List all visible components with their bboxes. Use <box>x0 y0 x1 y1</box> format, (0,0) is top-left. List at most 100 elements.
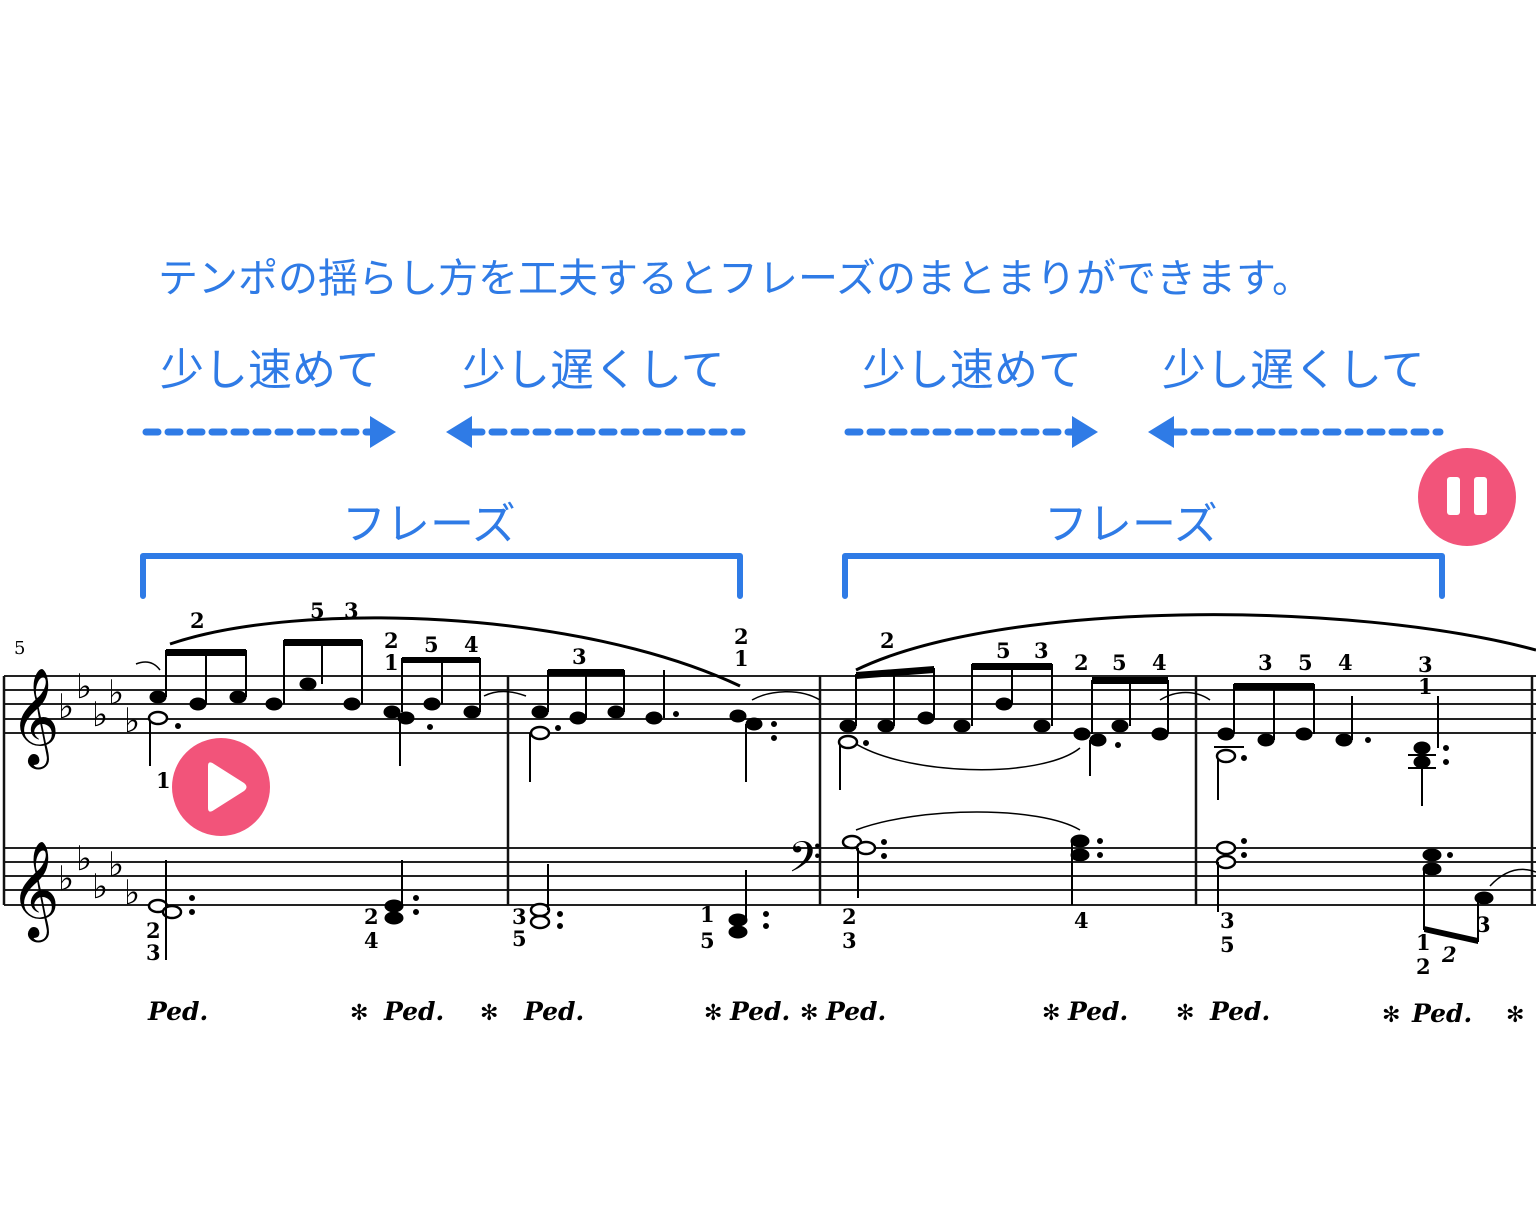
barlines <box>2 676 1534 905</box>
svg-text:4: 4 <box>464 632 479 657</box>
svg-text:3: 3 <box>146 940 161 965</box>
pedal-release-icon: ✻ <box>1506 1003 1524 1028</box>
svg-text:5: 5 <box>512 926 527 951</box>
lower-staff <box>4 847 1536 906</box>
svg-text:♭: ♭ <box>92 867 108 907</box>
svg-text:5: 5 <box>996 638 1011 663</box>
arrow-right-2 <box>844 416 1098 448</box>
pedal-mark: Ped. <box>523 997 584 1026</box>
svg-text:♭: ♭ <box>58 687 74 727</box>
play-button[interactable] <box>172 738 270 836</box>
tempo-hint-slow-2: 少し遅くして <box>1162 345 1425 396</box>
arrow-left-2 <box>1148 416 1444 448</box>
notes-lower <box>147 834 1494 960</box>
bass-clef-icon: 𝄢 <box>788 833 821 893</box>
pedal-release-icon: ✻ <box>1176 1001 1194 1026</box>
svg-text:1: 1 <box>1416 930 1431 955</box>
pedal-release-icon: ✻ <box>704 1001 722 1026</box>
svg-text:5: 5 <box>1112 650 1127 675</box>
svg-text:2: 2 <box>880 628 895 653</box>
fingerings-upper: 2 5 3 2 1 5 4 1 3 2 1 2 5 3 2 5 4 3 5 4 … <box>156 598 1433 793</box>
svg-text:♭: ♭ <box>108 673 124 713</box>
svg-text:♭: ♭ <box>92 695 108 735</box>
svg-text:2: 2 <box>190 608 205 633</box>
tempo-hint-accelerate-1: 少し速めて <box>160 345 380 396</box>
tempo-hint-accelerate-2: 少し速めて <box>862 345 1082 396</box>
notes-upper-m1 <box>147 639 481 766</box>
pause-button[interactable] <box>1418 448 1516 546</box>
svg-text:♭: ♭ <box>76 839 92 879</box>
svg-text:1: 1 <box>1418 674 1433 699</box>
pedal-release-icon: ✻ <box>800 1001 818 1026</box>
svg-text:2: 2 <box>384 628 399 653</box>
svg-text:1: 1 <box>384 650 399 675</box>
svg-text:4: 4 <box>364 928 379 953</box>
treble-clef-icon: 𝄞 <box>10 667 60 769</box>
fingerings-lower: 2 3 2 4 3 5 1 5 2 3 4 3 5 1 2 2 3 <box>146 902 1491 979</box>
svg-text:2: 2 <box>1441 942 1457 967</box>
svg-text:3: 3 <box>572 644 587 669</box>
pedal-mark: Ped. <box>1067 997 1128 1026</box>
notes-upper-m4 <box>1214 683 1449 806</box>
pedal-mark: Ped. <box>147 997 208 1026</box>
svg-text:3: 3 <box>512 904 527 929</box>
pedal-release-icon: ✻ <box>480 1001 498 1026</box>
phrase-label-2: フレーズ <box>1044 499 1218 550</box>
notes-upper-m2 <box>529 669 777 782</box>
svg-text:5: 5 <box>700 928 715 953</box>
svg-text:2: 2 <box>1074 650 1089 675</box>
phrase-bracket-2 <box>842 553 1445 599</box>
pedal-release-icon: ✻ <box>350 1001 368 1026</box>
svg-text:♭: ♭ <box>124 701 140 741</box>
svg-text:3: 3 <box>344 598 359 623</box>
notes-upper-m3 <box>837 663 1169 790</box>
pedal-release-icon: ✻ <box>1382 1003 1400 1028</box>
svg-text:♭: ♭ <box>124 873 140 913</box>
svg-text:1: 1 <box>156 768 171 793</box>
pedal-release-icon: ✻ <box>1042 1001 1060 1026</box>
svg-text:3: 3 <box>1034 638 1049 663</box>
treble-clef-icon: 𝄞 <box>10 840 60 942</box>
tempo-arrows <box>142 416 1444 448</box>
svg-text:2: 2 <box>1416 954 1431 979</box>
svg-text:♭: ♭ <box>76 667 92 707</box>
arrow-right-1 <box>142 416 396 448</box>
svg-text:2: 2 <box>734 624 749 649</box>
key-signature-lower: ♭♭♭♭♭ <box>58 839 140 913</box>
svg-text:3: 3 <box>1220 908 1235 933</box>
svg-text:3: 3 <box>842 928 857 953</box>
svg-text:2: 2 <box>842 904 857 929</box>
tempo-hint-slow-1: 少し遅くして <box>462 345 725 396</box>
svg-text:4: 4 <box>1074 908 1089 933</box>
pedal-mark: Ped. <box>825 997 886 1026</box>
svg-text:5: 5 <box>1220 932 1235 957</box>
pedal-mark: Ped. <box>1411 999 1472 1028</box>
phrase-bracket-1 <box>140 553 743 599</box>
svg-text:2: 2 <box>364 904 379 929</box>
svg-text:3: 3 <box>1258 650 1273 675</box>
arrow-left-1 <box>446 416 746 448</box>
svg-text:5: 5 <box>310 598 325 623</box>
svg-text:5: 5 <box>424 632 439 657</box>
phrase-label-1: フレーズ <box>342 499 516 550</box>
headline-text: テンポの揺らし方を工夫するとフレーズのまとまりができます。 <box>158 256 1312 302</box>
svg-text:3: 3 <box>1418 652 1433 677</box>
slurs <box>135 613 1536 887</box>
svg-text:3: 3 <box>1476 912 1491 937</box>
svg-text:♭: ♭ <box>58 859 74 899</box>
svg-text:1: 1 <box>734 646 749 671</box>
pedal-mark: Ped. <box>383 997 444 1026</box>
pedal-marks: Ped. ✻ Ped. ✻ Ped. ✻ Ped. ✻ Ped. ✻ Ped. … <box>147 997 1524 1028</box>
svg-text:4: 4 <box>1152 650 1167 675</box>
play-icon <box>208 762 247 812</box>
phrase-brackets <box>140 553 1445 599</box>
svg-text:4: 4 <box>1338 650 1353 675</box>
measure-number: 5 <box>14 638 25 659</box>
pedal-mark: Ped. <box>729 997 790 1026</box>
key-signature-upper: ♭♭♭♭♭ <box>58 667 140 741</box>
svg-text:5: 5 <box>1298 650 1313 675</box>
pedal-mark: Ped. <box>1209 997 1270 1026</box>
svg-text:1: 1 <box>700 902 715 927</box>
svg-text:♭: ♭ <box>108 845 124 885</box>
